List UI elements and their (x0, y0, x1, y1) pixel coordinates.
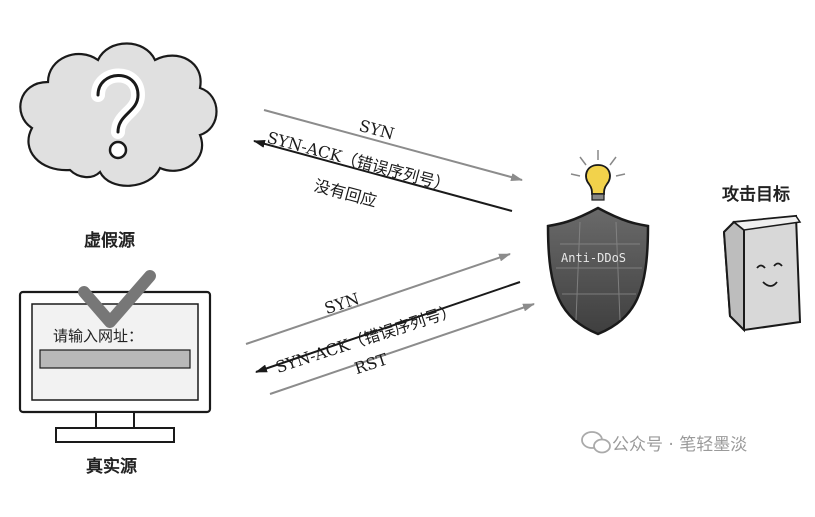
server-icon (722, 214, 802, 333)
shield-icon (546, 206, 650, 336)
cloud-icon (19, 42, 218, 187)
question-mark-icon (91, 68, 146, 160)
arrow-syn-top (263, 109, 523, 181)
screen-prompt: 请输入网址： (53, 327, 144, 345)
url-input-box (39, 349, 191, 369)
wechat-icon (581, 431, 611, 454)
real-source-label: 真实源 (86, 457, 137, 477)
attack-target-label: 攻击目标 (722, 185, 790, 205)
arrow-synack-top (253, 140, 513, 212)
checkmark-icon (78, 270, 156, 328)
monitor-icon (18, 270, 212, 443)
shield-label: Anti-DDoS (561, 251, 627, 265)
arrow-synack-bottom (255, 281, 521, 373)
watermark-text: 公众号 · 笔轻墨淡 (612, 435, 748, 455)
fake-source-label: 虚假源 (84, 231, 135, 251)
lightbulb-icon (570, 150, 626, 201)
arrow-rst (269, 303, 535, 395)
arrow-syn-bottom (245, 253, 511, 345)
